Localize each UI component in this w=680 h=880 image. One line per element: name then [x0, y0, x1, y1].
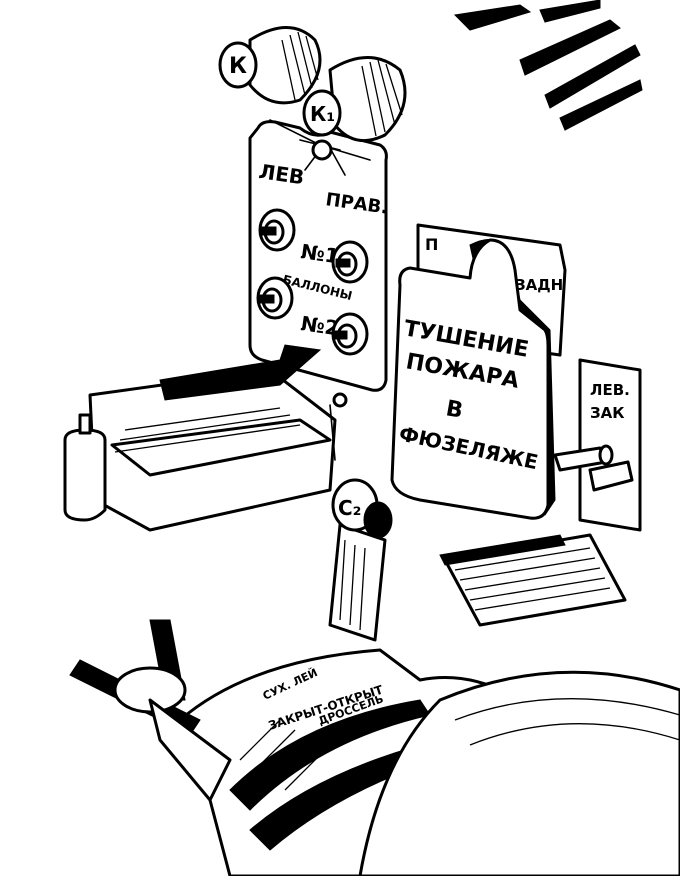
right-plate-line2: ЗАК	[590, 404, 625, 422]
knob-linkage	[269, 119, 371, 176]
bottle-button-right-1[interactable]	[331, 240, 369, 284]
bottle-button-left-1[interactable]	[258, 208, 296, 252]
cover-line3: В	[444, 396, 465, 424]
knob-k1[interactable]: К₁	[302, 56, 407, 143]
right-valve-plate: ЛЕВ. ЗАК	[553, 358, 642, 532]
back-plate-side-text: ЗАДН	[515, 276, 563, 294]
back-plate-top-text: П	[425, 235, 438, 254]
bottle-button-left-2[interactable]	[256, 276, 294, 320]
lever-c2[interactable]: С₂	[328, 478, 393, 642]
knob-k-label: К	[229, 54, 247, 79]
knob-k1-label: К₁	[310, 102, 335, 126]
lever-knob-label: С₂	[338, 496, 361, 520]
bottle-button-right-2[interactable]	[331, 312, 369, 356]
knob-k[interactable]: К	[218, 26, 322, 105]
fuselage-fire-extinguisher-cover[interactable]: ТУШЕНИЕ ПОЖАРА В ФЮЗЕЛЯЖЕ	[390, 238, 556, 520]
left-tray	[63, 344, 348, 532]
background-shading	[453, 0, 643, 131]
right-plate-line1: ЛЕВ.	[590, 381, 630, 399]
wheel-segment	[358, 670, 680, 878]
bottle-selector-panel: ЛЕВ ПРАВ. №1 БАЛЛОНЫ №2	[248, 120, 389, 392]
right-tray	[439, 533, 627, 627]
propeller-handle[interactable]	[69, 619, 232, 802]
